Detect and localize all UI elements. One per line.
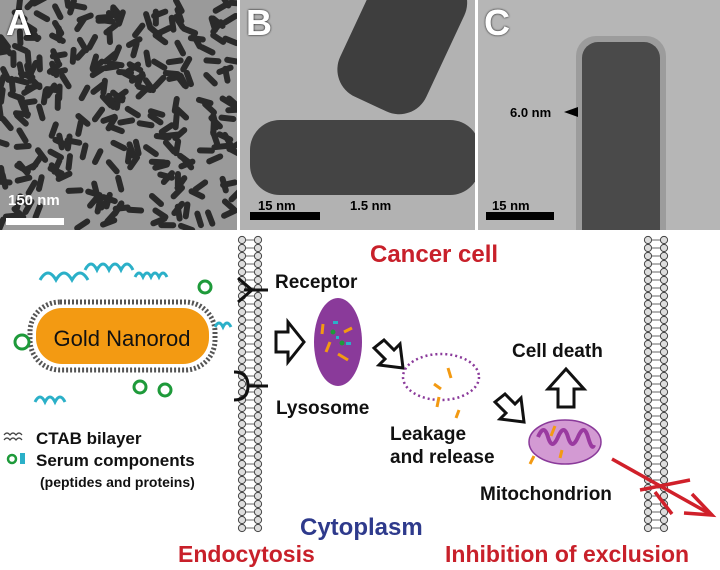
ruptured-lysosome-icon [401,352,481,402]
nanorod-label: Gold Nanorod [54,326,191,351]
serum-protein-icon [38,271,90,284]
cell-death-label: Cell death [512,341,603,362]
panel-c-tem-image: C 15 nm 6.0 nm [478,0,720,230]
legend-serum-label: Serum components [36,451,195,470]
serum-peptide-icon [157,382,173,398]
serum-protein-icon [133,271,169,281]
serum-protein-legend-icon [20,453,25,464]
serum-peptide-icon [13,333,31,351]
cancer-cell-title: Cancer cell [370,241,498,268]
serum-protein-icon [213,321,233,331]
arrow-icon [371,337,405,370]
arrow-up-icon [544,366,588,409]
panel-b-tem-image: B 15 nm 1.5 nm [240,0,475,230]
single-nanorod-image [240,0,475,230]
serum-protein-icon [33,395,67,406]
scale-bar [486,212,554,220]
arrow-icon [492,391,526,424]
panel-a-tem-image: A 150 nm [0,0,237,230]
panel-b-label: B [246,2,272,43]
endocytosis-label: Endocytosis [178,541,315,567]
serum-peptide-icon [132,379,148,395]
nanorod-array-image [0,0,237,230]
nanorod-tip-image [478,0,720,230]
measurement-label: 6.0 nm [510,105,552,120]
ctab-bilayer-icon [3,432,23,441]
receptor-icon [237,276,268,304]
leakage-label-line2: and release [390,447,495,468]
scale-bar-label: 15 nm [492,198,530,213]
leakage-label-line1: Leakage [390,424,466,445]
receptor-label: Receptor [275,272,358,293]
blocked-exclusion-icon [611,457,717,518]
lysosome-icon [314,298,362,386]
scale-bar [6,218,64,225]
scale-bar-label: 150 nm [8,192,60,209]
receptor-icon [233,370,268,402]
panel-c-label: C [484,2,510,43]
gold-nanorod: Gold Nanorod [13,262,233,406]
nanorods-in-lysosome [320,323,353,362]
scale-bar-label: 15 nm [258,198,296,213]
legend-serum-sublabel: (peptides and proteins) [40,474,195,490]
arrow-icon [274,317,306,367]
lysosome-label: Lysosome [276,398,369,419]
serum-protein-icon [83,262,135,274]
serum-peptide-icon [197,279,213,295]
scale-bar [250,212,320,220]
mechanism-diagram: Cancer cell Gold Nanorod CTAB bilayer Se… [3,235,717,567]
measurement-label: 1.5 nm [350,198,392,213]
cytoplasm-label: Cytoplasm [300,514,423,541]
mitochondrion-label: Mitochondrion [480,484,612,505]
serum-peptide-legend-icon [6,453,18,465]
legend-ctab-label: CTAB bilayer [36,429,142,448]
inhibition-label: Inhibition of exclusion [445,541,689,567]
panel-a-label: A [6,2,32,43]
released-nanorods [433,367,461,419]
